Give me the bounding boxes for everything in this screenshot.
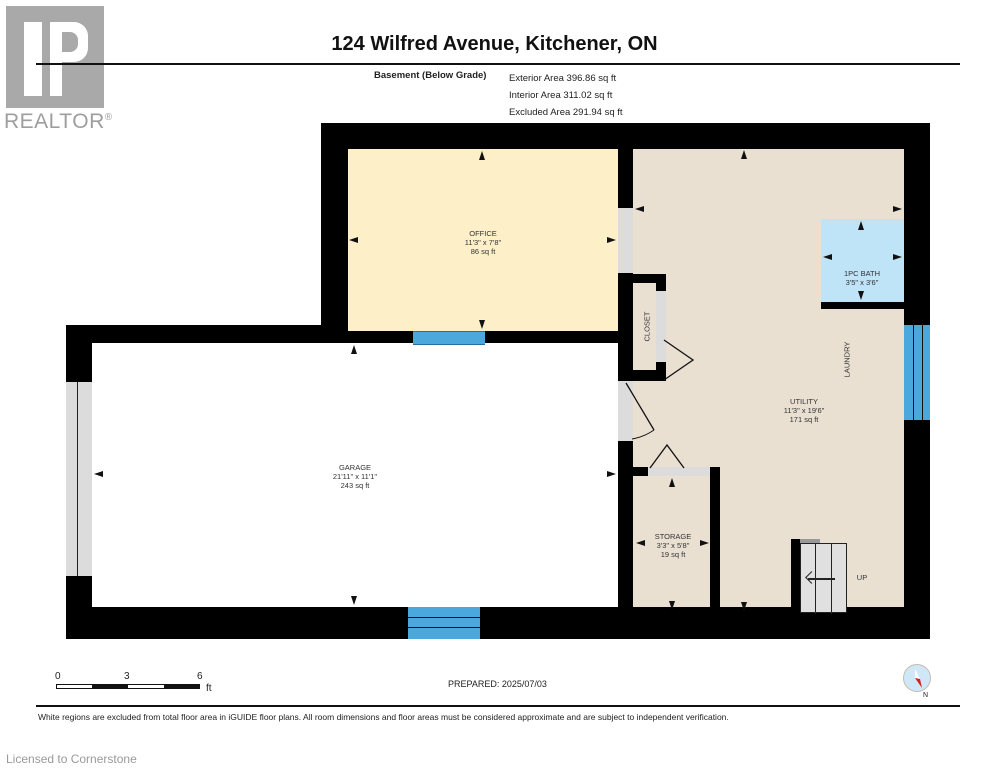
footer-divider (36, 705, 960, 707)
wall (618, 370, 666, 381)
room-bath (821, 219, 904, 302)
wall (618, 467, 648, 476)
excluded-area: Excluded Area 291.94 sq ft (509, 107, 623, 118)
window (413, 331, 485, 345)
wall (656, 274, 666, 291)
interior-area: Interior Area 311.02 sq ft (509, 90, 613, 101)
title-divider (36, 63, 960, 65)
exterior-area: Exterior Area 396.86 sq ft (509, 73, 617, 84)
dimension-arrow-icon (607, 237, 616, 243)
compass-icon (903, 664, 931, 692)
dimension-arrow-icon (669, 478, 675, 487)
stair-arrow-icon (808, 578, 835, 580)
closet-door (656, 291, 666, 362)
room-garage (92, 343, 618, 607)
prepared-date: PREPARED: 2025/07/03 (448, 679, 547, 689)
dimension-arrow-icon (635, 206, 644, 212)
dimension-arrow-icon (741, 150, 747, 159)
scale-tick-0: 0 (55, 671, 61, 682)
wall (66, 325, 92, 382)
wall (791, 539, 800, 613)
dimension-arrow-icon (858, 291, 864, 300)
dimension-arrow-icon (858, 221, 864, 230)
wall (618, 274, 666, 283)
wall (821, 302, 904, 309)
scale-tick-6: 6 (197, 671, 203, 682)
garage-overhead-door (66, 382, 92, 576)
wall (618, 273, 633, 381)
dimension-arrow-icon (893, 254, 902, 260)
dimension-arrow-icon (823, 254, 832, 260)
window (408, 607, 480, 639)
door-swing-lines (625, 339, 695, 469)
storage-door (648, 467, 710, 476)
stairs-up-label: UP (856, 573, 868, 582)
office-door (618, 208, 633, 273)
scale-bar (56, 684, 200, 689)
scale-unit: ft (206, 683, 212, 694)
dimension-arrow-icon (893, 206, 902, 212)
area-summary: Exterior Area 396.86 sq ft Interior Area… (509, 70, 623, 121)
room-office (348, 149, 618, 331)
dimension-arrow-icon (349, 237, 358, 243)
realtor-wordmark: REALTOR® (4, 110, 113, 133)
wall (904, 123, 930, 325)
dimension-arrow-icon (479, 320, 485, 329)
closet-label: CLOSET (642, 311, 652, 342)
room-closet (635, 283, 656, 370)
dimension-arrow-icon (351, 596, 357, 605)
wall (618, 149, 633, 208)
disclaimer: White regions are excluded from total fl… (38, 712, 729, 722)
scale-tick-3: 3 (124, 671, 130, 682)
dimension-arrow-icon (669, 601, 675, 610)
logo-stroke (24, 22, 42, 96)
floor-label: Basement (Below Grade) (374, 70, 487, 81)
room-storage (634, 476, 712, 613)
wall (618, 441, 633, 611)
dimension-arrow-icon (607, 471, 616, 477)
wall (904, 420, 930, 639)
dimension-arrow-icon (94, 471, 103, 477)
wall (66, 325, 348, 343)
realtor-logo (6, 6, 104, 108)
wall (321, 123, 348, 343)
garage-door (618, 381, 633, 441)
dimension-arrow-icon (479, 151, 485, 160)
dimension-arrow-icon (636, 540, 645, 546)
stairs (800, 543, 847, 614)
logo-stroke (62, 32, 78, 52)
wall (710, 467, 720, 613)
laundry-label: LAUNDRY (842, 341, 852, 378)
dimension-arrow-icon (351, 345, 357, 354)
compass-north-label: N (923, 692, 929, 699)
window (904, 325, 930, 420)
dimension-arrow-icon (700, 540, 709, 546)
wall (66, 607, 930, 639)
license-text: Licensed to Cornerstone (6, 752, 137, 766)
wall (321, 123, 930, 149)
dimension-arrow-icon (741, 602, 747, 611)
stair-landing (800, 539, 820, 543)
logo-stroke (50, 62, 62, 96)
page-title: 124 Wilfred Avenue, Kitchener, ON (331, 33, 658, 55)
